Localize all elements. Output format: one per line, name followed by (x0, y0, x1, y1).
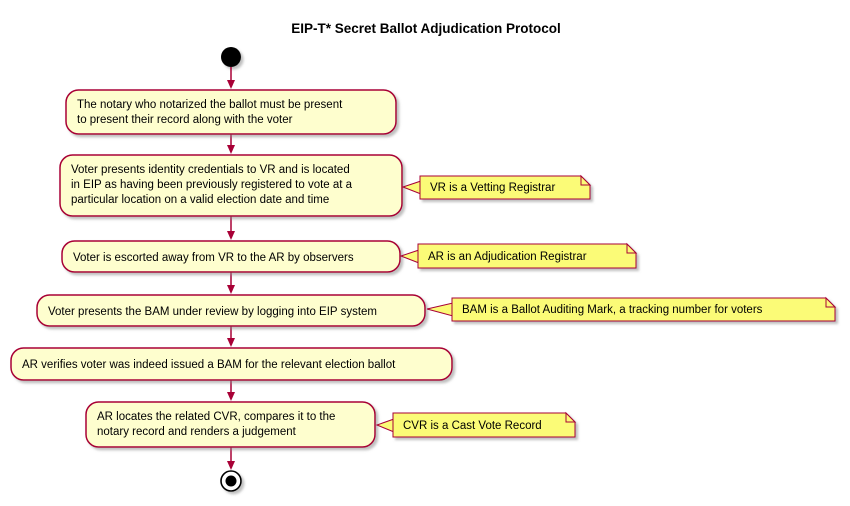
activity-rect (65, 89, 397, 135)
activity-rect (85, 401, 376, 448)
note-fold-icon (825, 296, 837, 308)
note-text: CVR is a Cast Vote Record (403, 420, 542, 432)
note-4: CVR is a Cast Vote Record (375, 411, 577, 438)
activity-box-6: AR locates the related CVR, compares it … (85, 401, 376, 448)
arrowhead-icon (227, 285, 235, 294)
activity-box-5: AR verifies voter was indeed issued a BA… (10, 347, 453, 381)
flow-arrow-6 (227, 380, 235, 401)
note-text: VR is a Vetting Registrar (430, 182, 555, 194)
note-2: AR is an Adjudication Registrar (399, 242, 638, 269)
activity-text-line: Voter presents the BAM under review by l… (48, 306, 377, 318)
arrowhead-icon (227, 80, 235, 89)
note-3: BAM is a Ballot Auditing Mark, a trackin… (426, 296, 837, 322)
activity-rect (10, 347, 453, 381)
activity-box-4: Voter presents the BAM under review by l… (36, 294, 426, 327)
activity-text-line: Voter presents identity credentials to V… (71, 164, 350, 176)
note-body (451, 297, 836, 322)
end-node-inner-dot (225, 475, 237, 487)
activity-box-3: Voter is escorted away from VR to the AR… (61, 240, 401, 273)
arrowhead-icon (227, 461, 235, 470)
flow-arrow-4 (227, 272, 235, 294)
activity-text-line: notary record and renders a judgement (97, 426, 297, 438)
note-fold-icon (565, 411, 577, 423)
note-pointer (401, 180, 422, 195)
arrowhead-icon (227, 392, 235, 401)
diagram-title: EIP-T* Secret Ballot Adjudication Protoc… (291, 21, 561, 36)
note-fold-icon (580, 174, 592, 186)
note-1: VR is a Vetting Registrar (401, 174, 592, 200)
arrowhead-icon (227, 231, 235, 240)
flow-arrow-2 (227, 134, 235, 154)
note-fold-icon (626, 242, 638, 254)
flow-arrow-5 (227, 326, 235, 347)
activity-box-1: The notary who notarized the ballot must… (65, 89, 397, 135)
end-node-icon (220, 470, 242, 492)
activity-text-line: The notary who notarized the ballot must… (77, 99, 343, 111)
flow-arrow-1 (227, 67, 235, 89)
arrowhead-icon (227, 338, 235, 347)
activity-text-line: particular location on a valid election … (71, 194, 329, 206)
activity-rect (59, 154, 403, 217)
activity-text-line: to present their record along with the v… (77, 114, 293, 126)
activity-rect (61, 240, 401, 273)
note-text: BAM is a Ballot Auditing Mark, a trackin… (462, 304, 763, 316)
activity-rect (36, 294, 426, 327)
arrowhead-icon (227, 145, 235, 154)
note-body (417, 243, 637, 269)
activity-text-line: AR locates the related CVR, compares it … (97, 411, 335, 423)
activity-text-line: Voter is escorted away from VR to the AR… (73, 252, 354, 264)
note-pointer (375, 418, 395, 433)
note-body (419, 175, 591, 200)
note-pointer (399, 249, 420, 264)
activity-text-line: AR verifies voter was indeed issued a BA… (22, 359, 396, 371)
note-text: AR is an Adjudication Registrar (428, 251, 587, 263)
note-body (392, 412, 576, 438)
note-pointer (426, 302, 454, 317)
start-node-icon (221, 47, 241, 67)
flow-arrow-7 (227, 447, 235, 470)
activity-text-line: in EIP as having been previously registe… (71, 179, 353, 191)
activity-box-2: Voter presents identity credentials to V… (59, 154, 403, 217)
flow-arrow-3 (227, 216, 235, 240)
